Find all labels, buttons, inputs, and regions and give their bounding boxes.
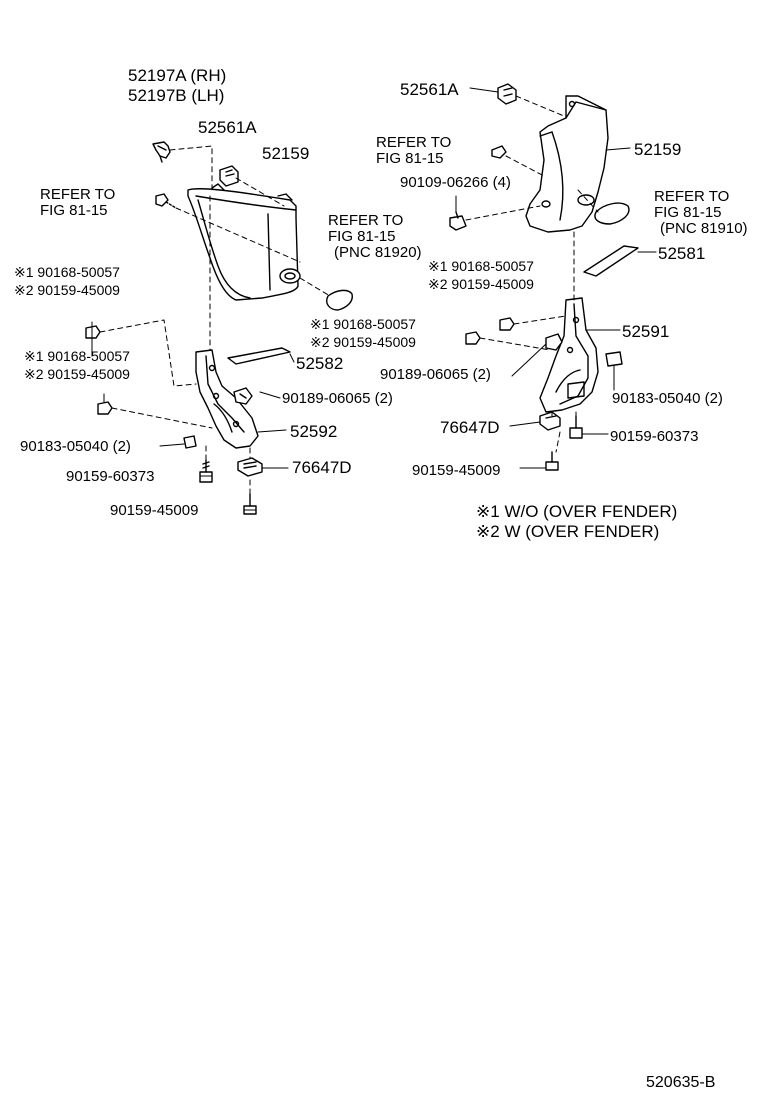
note-2-text: W (OVER FENDER) bbox=[504, 522, 660, 541]
left-label-leaders bbox=[91, 321, 295, 511]
label-52592: 52592 bbox=[290, 422, 338, 441]
label-note1-right-b: ※2 90159-45009 bbox=[428, 276, 534, 292]
nut-90183-right-icon bbox=[605, 351, 623, 367]
label-90159-45009-left: 90159-45009 bbox=[110, 502, 199, 519]
clip-52197-icon bbox=[152, 141, 171, 163]
nut-52561a-right-icon bbox=[497, 83, 517, 105]
label-refer-left-b-3: (PNC 81920) bbox=[334, 244, 422, 261]
label-note1-left-b: ※2 90159-45009 bbox=[14, 282, 120, 298]
label-note2-left-a: ※1 90168-50057 bbox=[24, 348, 130, 364]
screw-note1-right-icon bbox=[499, 317, 515, 331]
left-leader-lines bbox=[99, 145, 331, 495]
right-label-leaders bbox=[455, 87, 657, 469]
note-1: ※1 W/O (OVER FENDER) bbox=[476, 502, 677, 521]
bracket-52591 bbox=[539, 297, 599, 413]
label-refer-left-b-2: FIG 81-15 bbox=[328, 228, 396, 245]
label-52159-right: 52159 bbox=[634, 140, 682, 159]
note-2: ※2 W (OVER FENDER) bbox=[476, 522, 659, 541]
label-76647d-left: 76647D bbox=[292, 458, 352, 477]
label-note2-right-b: ※2 90159-45009 bbox=[310, 334, 416, 350]
label-52582: 52582 bbox=[296, 354, 344, 373]
label-refer-left-b-1: REFER TO bbox=[328, 212, 404, 229]
bolt-90109-icon bbox=[449, 211, 467, 231]
label-52561a-right: 52561A bbox=[400, 80, 459, 99]
label-76647d-right: 76647D bbox=[440, 418, 500, 437]
screw-note1-left-icon bbox=[85, 325, 101, 339]
screw-90159-60373-right-icon bbox=[569, 415, 583, 439]
screw-90159-60373-left-icon bbox=[199, 459, 213, 483]
label-90159-45009-right: 90159-45009 bbox=[412, 462, 501, 479]
grommet-90189-right-icon bbox=[545, 333, 563, 351]
label-note2-left-b: ※2 90159-45009 bbox=[24, 366, 130, 382]
note-1-text: W/O (OVER FENDER) bbox=[504, 502, 678, 521]
clip-76647d-right-icon bbox=[539, 411, 561, 431]
label-52561a-left: 52561A bbox=[198, 118, 257, 137]
label-90183-right: 90183-05040 (2) bbox=[612, 390, 723, 407]
grommet-90189-left-icon bbox=[233, 387, 253, 405]
label-52591: 52591 bbox=[622, 322, 670, 341]
bolt-left-icon bbox=[155, 193, 177, 209]
label-note2-right-a: ※1 90168-50057 bbox=[310, 316, 416, 332]
bumper-extension-52159-left bbox=[187, 183, 301, 301]
label-90109: 90109-06266 (4) bbox=[400, 174, 511, 191]
pad-left-icon bbox=[326, 289, 353, 311]
strip-52581 bbox=[583, 245, 639, 277]
label-52581: 52581 bbox=[658, 244, 706, 263]
label-52197b: 52197B (LH) bbox=[128, 86, 225, 105]
bumper-extension-52159-right bbox=[525, 95, 609, 233]
screw-note2-right-icon bbox=[465, 331, 481, 345]
strip-52582 bbox=[227, 347, 291, 365]
nut-90183-left-icon bbox=[183, 435, 197, 449]
bracket-52592 bbox=[195, 349, 259, 449]
note-1-mark: ※1 bbox=[476, 502, 500, 521]
screw-note2-left-icon bbox=[97, 401, 113, 415]
clip-76647d-left-icon bbox=[237, 457, 263, 477]
label-90189-right: 90189-06065 (2) bbox=[380, 366, 491, 383]
label-refer-right-a-1: REFER TO bbox=[376, 134, 452, 151]
nut-52561a-left-icon bbox=[219, 165, 239, 187]
note-2-mark: ※2 bbox=[476, 522, 500, 541]
label-refer-right-b-2: FIG 81-15 bbox=[654, 204, 722, 221]
label-refer-left-a-1: REFER TO bbox=[40, 186, 116, 203]
label-refer-right-a-2: FIG 81-15 bbox=[376, 150, 444, 167]
label-90189-left: 90189-06065 (2) bbox=[282, 390, 393, 407]
label-note1-right-a: ※1 90168-50057 bbox=[428, 258, 534, 274]
label-note1-left-a: ※1 90168-50057 bbox=[14, 264, 120, 280]
label-refer-right-b-1: REFER TO bbox=[654, 188, 730, 205]
label-90183-left: 90183-05040 (2) bbox=[20, 438, 131, 455]
label-90159-60373-left: 90159-60373 bbox=[66, 468, 155, 485]
screw-90159-45009-right-icon bbox=[545, 451, 559, 471]
label-52197a: 52197A (RH) bbox=[128, 66, 227, 85]
label-refer-left-a-2: FIG 81-15 bbox=[40, 202, 108, 219]
diagram-code: 520635-B bbox=[646, 1074, 716, 1091]
pad-right-icon bbox=[594, 202, 630, 225]
bolt-right-upper-icon bbox=[491, 145, 507, 159]
screw-90159-45009-left-icon bbox=[243, 493, 257, 515]
label-90159-60373-right: 90159-60373 bbox=[610, 428, 699, 445]
label-refer-right-b-3: (PNC 81910) bbox=[660, 220, 748, 237]
label-52159-left: 52159 bbox=[262, 144, 310, 163]
right-leader-lines bbox=[465, 95, 599, 453]
